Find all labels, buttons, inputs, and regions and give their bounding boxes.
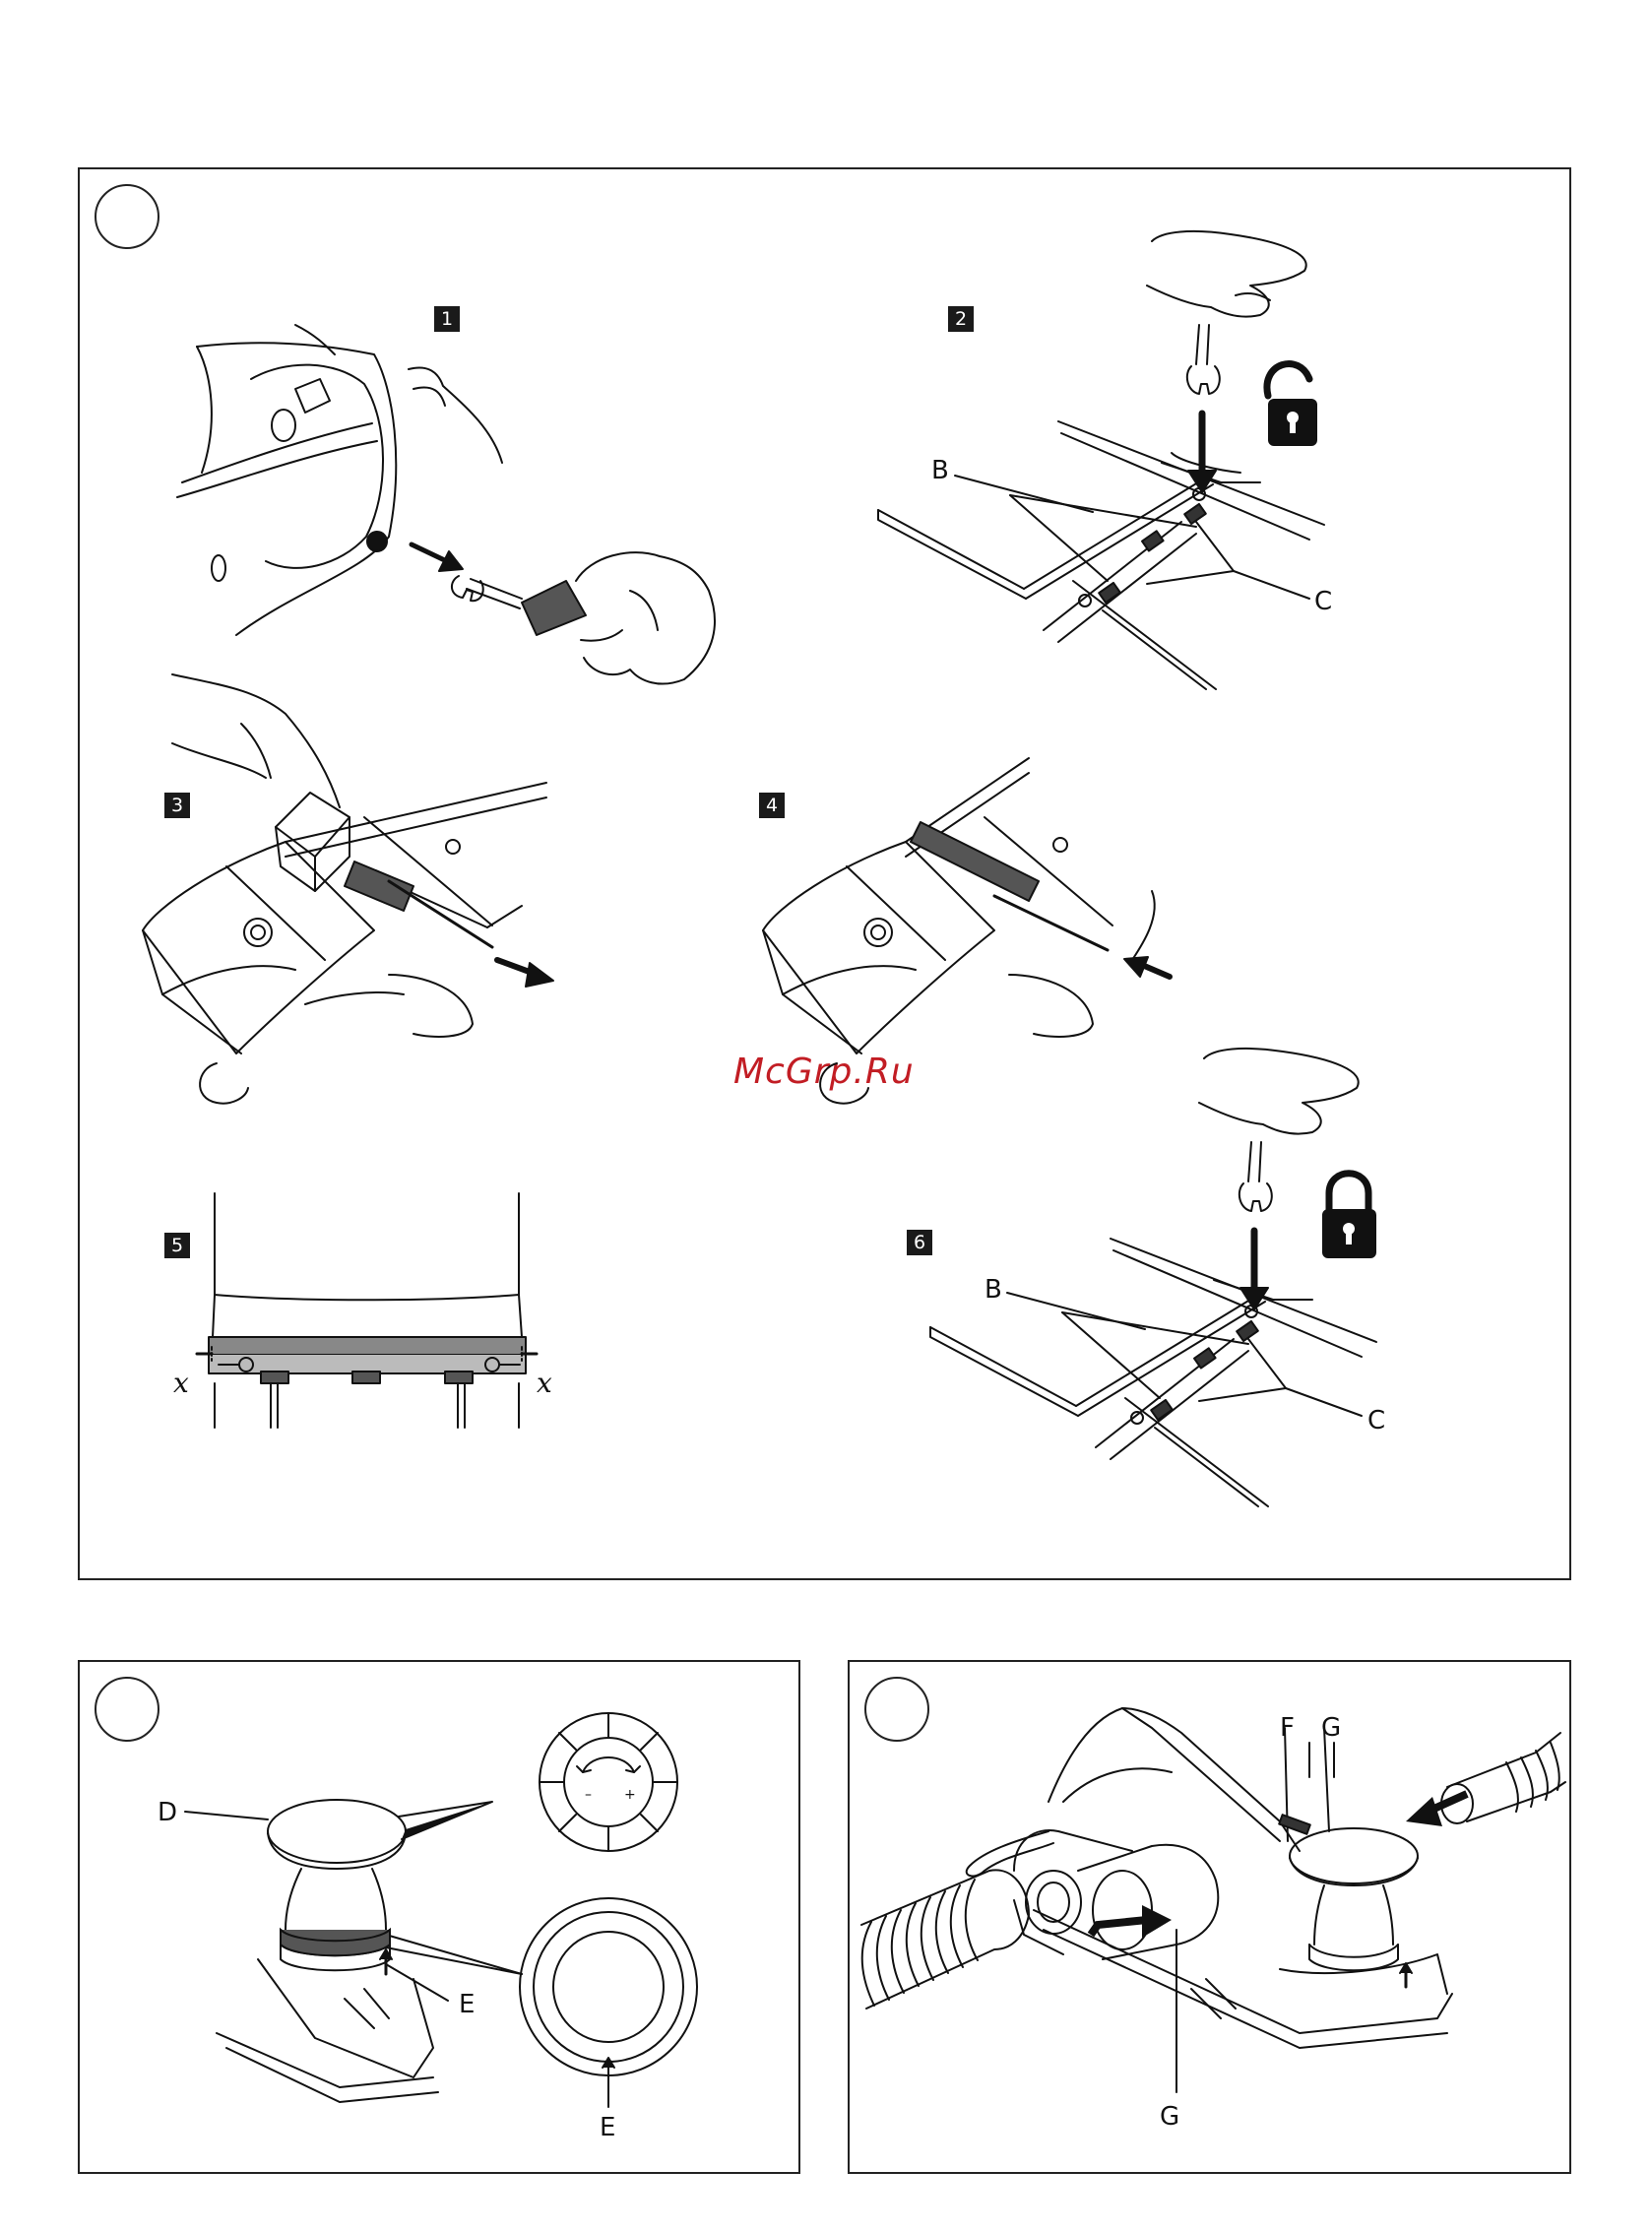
bottom-right-illustrations [0, 0, 1652, 2233]
manual-page: { "watermark": "McGrp.Ru", "top_panel": … [0, 0, 1652, 2233]
